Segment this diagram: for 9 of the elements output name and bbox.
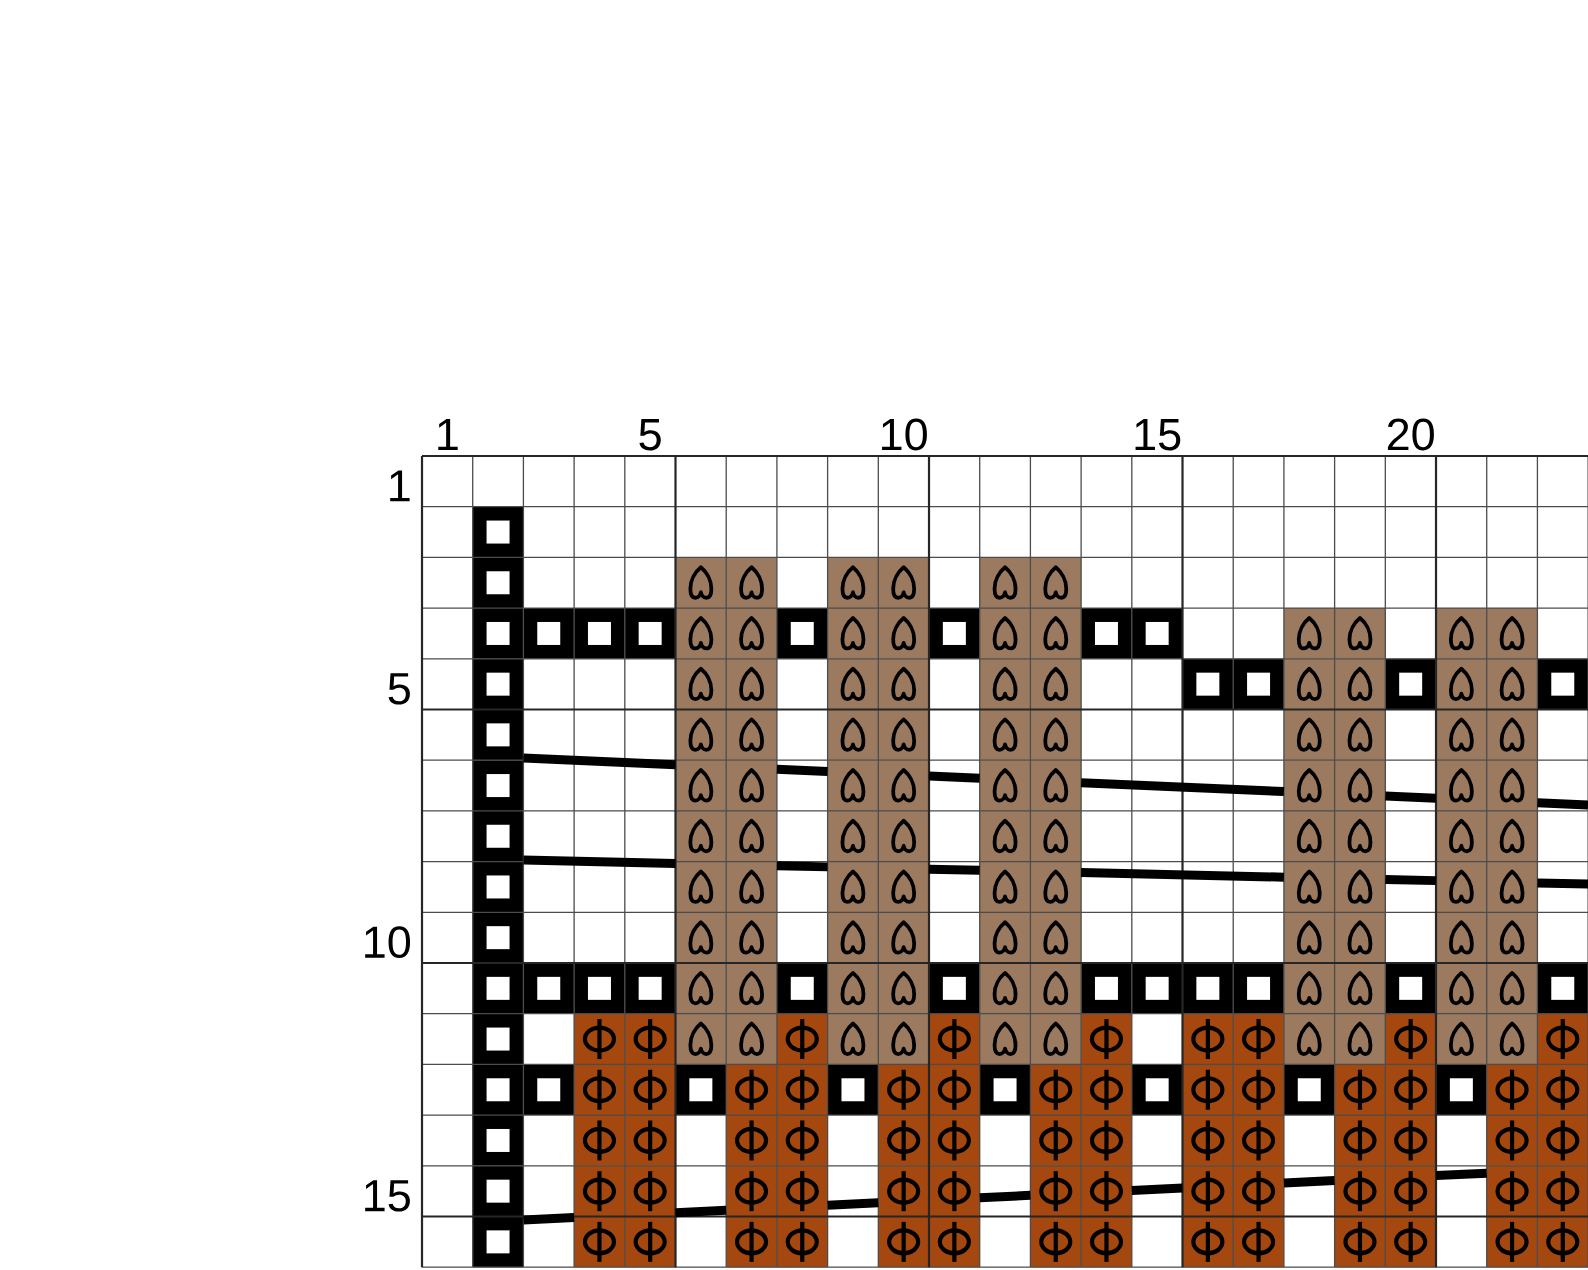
- row-number: 1: [390, 470, 410, 502]
- column-number: 1: [438, 419, 458, 450]
- column-number: 20: [1387, 418, 1434, 451]
- row-number: 15: [365, 1180, 410, 1212]
- column-number: 5: [639, 419, 661, 451]
- column-number: 10: [882, 418, 927, 451]
- row-number: 10: [365, 926, 411, 959]
- row-number: 5: [388, 673, 410, 705]
- column-number: 15: [1135, 419, 1181, 451]
